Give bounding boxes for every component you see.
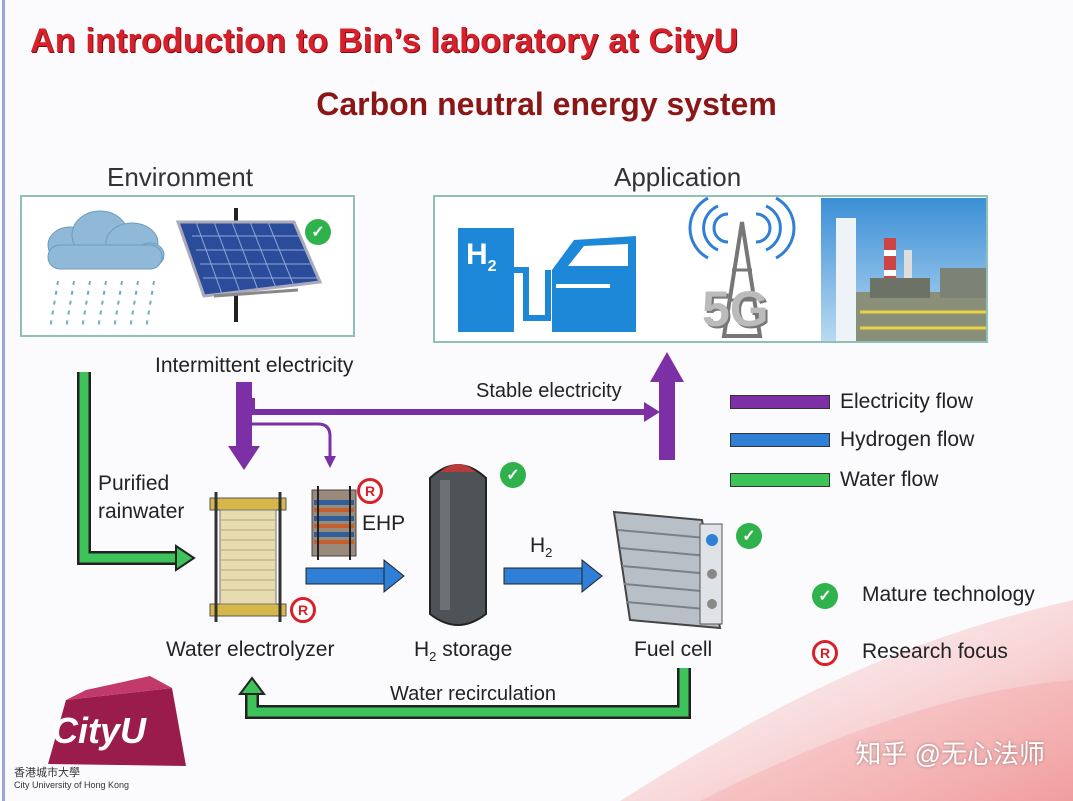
electricity-legend-swatch xyxy=(730,395,830,409)
water-recirculation-label: Water recirculation xyxy=(390,683,556,705)
page-title: An introduction to Bin’s laboratory at C… xyxy=(30,22,739,60)
application-heading: Application xyxy=(614,162,742,192)
electricity-legend-label: Electricity flow xyxy=(840,390,974,413)
rain-cloud-icon xyxy=(47,210,165,330)
cityu-chinese-name: 香港城市大學 xyxy=(14,767,80,779)
purified-rainwater-label-2: rainwater xyxy=(98,500,185,523)
ehp-label: EHP xyxy=(362,512,406,535)
hydrogen-legend-swatch xyxy=(730,433,830,447)
electrolyzer-research-badge: R xyxy=(290,597,316,623)
storage-mature-badge: ✓ xyxy=(500,462,526,488)
5g-label: 5G xyxy=(702,281,769,337)
purified-rainwater-label-1: Purified xyxy=(98,472,170,495)
cityu-logo-text: CityU xyxy=(52,710,147,751)
h2-storage-label: H2 storage xyxy=(414,638,513,665)
hydrogen-legend-label: Hydrogen flow xyxy=(840,428,975,451)
mature-legend-icon: ✓ xyxy=(812,583,838,609)
water-electrolyzer-label: Water electrolyzer xyxy=(166,638,335,661)
environment-heading: Environment xyxy=(107,162,253,192)
intermittent-electricity-label: Intermittent electricity xyxy=(155,354,354,377)
research-legend-icon: R xyxy=(812,640,838,666)
water-legend-swatch xyxy=(730,473,830,487)
research-legend-label: Research focus xyxy=(862,640,1008,663)
solar-mature-badge: ✓ xyxy=(305,219,331,245)
cityu-english-name: City University of Hong Kong xyxy=(14,780,130,790)
h2-flow-label: H2 xyxy=(530,534,553,561)
h2-station-label: H2 xyxy=(466,238,497,275)
flow-legend: Electricity flow Hydrogen flow Water flo… xyxy=(730,390,1050,500)
stable-electricity-label: Stable electricity xyxy=(476,380,622,402)
water-legend-label: Water flow xyxy=(840,468,939,491)
page-subtitle: Carbon neutral energy system xyxy=(316,86,777,122)
fuel-cell-label: Fuel cell xyxy=(634,638,713,661)
fuel-cell-mature-badge: ✓ xyxy=(736,523,762,549)
ehp-research-badge: R xyxy=(357,478,383,504)
mature-legend-label: Mature technology xyxy=(862,583,1035,606)
watermark: 知乎 @无心法师 xyxy=(855,739,1045,769)
